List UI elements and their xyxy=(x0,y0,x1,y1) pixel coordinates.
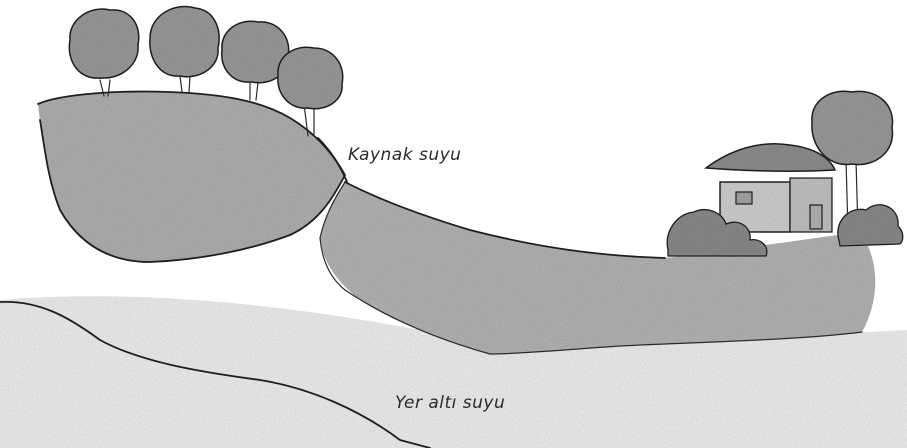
tree-icon xyxy=(150,7,219,92)
groundwater-label: Yer altı suyu xyxy=(395,393,505,413)
left-hill xyxy=(38,92,345,263)
house-icon xyxy=(706,144,835,232)
spring-water-label: Kaynak suyu xyxy=(348,145,461,165)
tree-icon xyxy=(69,9,138,96)
